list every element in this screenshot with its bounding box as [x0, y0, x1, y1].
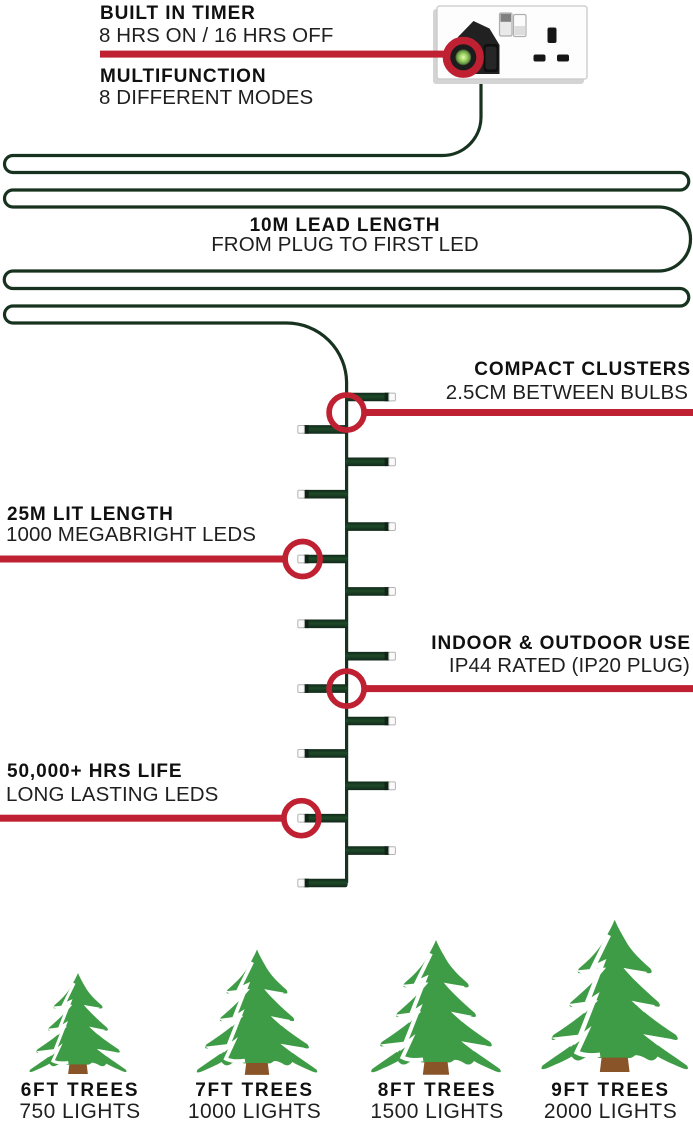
- tree-7ft-icon: [194, 947, 320, 1077]
- tree-8ft-lights: 1500 LIGHTS: [370, 1100, 504, 1124]
- timer-pointer-line: [100, 50, 446, 58]
- timer-subtitle: 8 HRS ON / 16 HRS OFF: [99, 24, 334, 48]
- tree-7ft-size: 7FT TREES: [195, 1079, 314, 1101]
- lead-length-subtitle: FROM PLUG TO FIRST LED: [211, 232, 479, 256]
- led-indicator: [455, 49, 472, 66]
- bulb-icon: [345, 651, 396, 661]
- multifunction-title: MULTIFUNCTION: [100, 65, 267, 87]
- bulb-icon: [345, 845, 396, 856]
- tree-icons: [27, 920, 688, 1077]
- bulb-icon: [345, 521, 396, 532]
- lit-length-title: 25M LIT LENGTH: [7, 503, 174, 525]
- lead-length-title: 10M LEAD LENGTH: [249, 215, 441, 237]
- tree-9ft-lights: 2000 LIGHTS: [543, 1100, 678, 1124]
- clusters-highlight-circle: [326, 392, 367, 433]
- tree-9ft-size: 9FT TREES: [551, 1079, 670, 1101]
- tree-6ft-lights: 750 LIGHTS: [19, 1100, 141, 1124]
- lifespan-highlight-circle: [281, 797, 322, 839]
- bulb-icon: [345, 457, 396, 467]
- plug-highlight-circle: [442, 36, 484, 78]
- lifespan-title: 50,000+ HRS LIFE: [7, 760, 183, 782]
- multifunction-subtitle: 8 DIFFERENT MODES: [99, 86, 314, 109]
- annotations: [0, 36, 693, 839]
- lead-wire: [2, 66, 693, 884]
- indoor-pointer-line: [362, 685, 693, 693]
- tree-6ft-icon: [27, 971, 129, 1076]
- lit-length-subtitle: 1000 MEGABRIGHT LEDS: [6, 523, 256, 547]
- lit-length-pointer-line: [0, 555, 286, 563]
- indoor-outdoor-subtitle: IP44 RATED (IP20 PLUG): [448, 654, 690, 678]
- bulb-icon: [297, 619, 349, 629]
- bulb-icon: [345, 716, 396, 726]
- bulb-icon: [297, 683, 349, 694]
- bulb-icon: [297, 813, 349, 823]
- tree-8ft-icon: [369, 938, 503, 1077]
- bulb-icon: [297, 878, 349, 888]
- clusters-pointer-line: [362, 409, 693, 416]
- indoor-highlight-circle: [326, 668, 367, 709]
- tree-9ft-icon: [541, 920, 688, 1072]
- lit-length-highlight-circle: [282, 538, 323, 580]
- clusters-title: COMPACT CLUSTERS: [474, 359, 691, 381]
- lifespan-subtitle: LONG LASTING LEDS: [6, 783, 219, 807]
- socket-switches: [498, 12, 527, 38]
- lifespan-pointer-line: [0, 814, 284, 822]
- bulb-icon: [345, 586, 396, 597]
- bulb-icon: [345, 781, 396, 791]
- socket-holes: [533, 27, 569, 62]
- tree-7ft-lights: 1000 LIGHTS: [187, 1100, 322, 1124]
- clusters-subtitle: 2.5CM BETWEEN BULBS: [445, 381, 688, 405]
- bulb-icon: [297, 748, 349, 759]
- timer-title: BUILT IN TIMER: [100, 2, 256, 24]
- tree-6ft-size: 6FT TREES: [20, 1079, 140, 1101]
- bulb-icon: [297, 489, 349, 499]
- tree-8ft-size: 8FT TREES: [377, 1079, 497, 1101]
- indoor-outdoor-title: INDOOR & OUTDOOR USE: [431, 633, 691, 655]
- wall-socket: [433, 5, 588, 84]
